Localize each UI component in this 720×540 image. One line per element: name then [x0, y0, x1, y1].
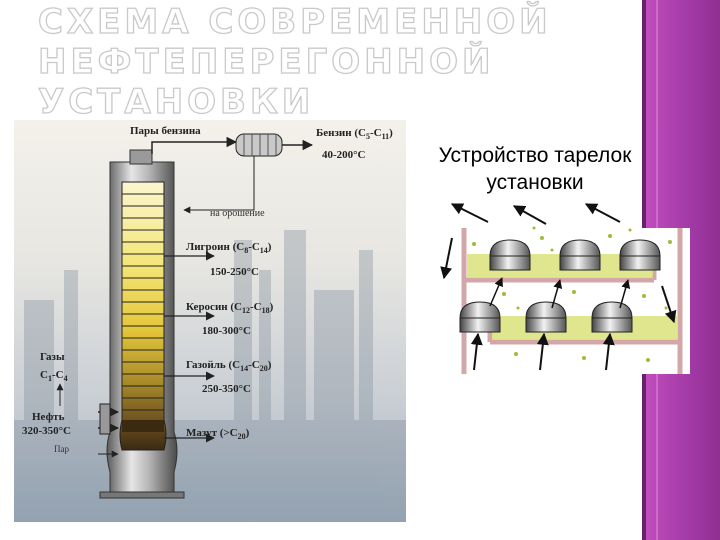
distillation-column-diagram: Пары бензина Бензин (C5-C11) 40-200°C на… [14, 120, 406, 522]
vapor-out-arrow-2 [512, 205, 547, 225]
gasoline-label: Бензин (C5-C11) [316, 127, 393, 141]
gasoil-label: Газойль (C14-C20) [186, 359, 272, 373]
steam-label: Пар [54, 444, 69, 454]
trays-subtitle: Устройство тарелок установки [430, 142, 640, 196]
gases-formula: C1-C4 [40, 369, 68, 383]
ligroin-label: Лигроин (C8-C14) [186, 241, 272, 255]
vapor-in-arrow-3 [602, 332, 615, 371]
vapor-out-arrow-1 [450, 203, 489, 223]
reflux-arrow [183, 156, 255, 214]
upper-bubble-caps [489, 239, 661, 271]
vapor-up-arrow-1 [489, 277, 503, 307]
column-base [99, 491, 185, 499]
vapor-out-arrow-3 [584, 203, 621, 223]
vapor-up-arrow-3 [619, 279, 631, 309]
vapor-in-arrow-1 [470, 332, 483, 371]
vapor-pipe [151, 136, 238, 154]
liquid-down-arrow-left [440, 237, 453, 280]
column-interior [119, 181, 167, 451]
lower-bubble-caps [459, 301, 633, 333]
kerosene-label: Керосин (C12-C18) [186, 301, 274, 315]
gasoil-temp: 250-350°C [202, 383, 251, 395]
liquid-down-arrow-right [661, 285, 677, 324]
subtitle-line-1: Устройство тарелок [438, 144, 632, 167]
slide-title: СХЕМА СОВРЕМЕННОЙ НЕФТЕПЕРЕГОННОЙ УСТАНО… [37, 1, 638, 122]
column-top-pipe [129, 149, 153, 165]
gases-label: Газы [40, 351, 65, 363]
gasoline-temp: 40-200°C [322, 149, 366, 161]
oil-inlet [99, 403, 111, 435]
vapor-up-arrow-2 [551, 279, 563, 309]
background [14, 120, 406, 522]
title-line-1: СХЕМА СОВРЕМЕННОЙ [37, 1, 552, 42]
condenser [235, 133, 283, 157]
oil-label: Нефть [32, 411, 65, 423]
bubble-cap-trays-diagram [440, 203, 690, 374]
oil-temp: 320-350°C [22, 425, 71, 437]
title-line-2: НЕФТЕПЕРЕГОННОЙ [37, 41, 495, 82]
residue-layer [122, 420, 164, 432]
lower-tray-liquid [492, 316, 678, 340]
column-trays [122, 193, 164, 411]
vapor-label: Пары бензина [130, 125, 201, 137]
subtitle-line-2: установки [486, 171, 584, 194]
refinery-silhouette [14, 230, 406, 522]
reflux-label: на орошение [210, 208, 265, 219]
kerosene-temp: 180-300°C [202, 325, 251, 337]
vapor-bubbles [472, 226, 672, 362]
vapor-in-arrow-2 [536, 332, 549, 371]
ligroin-temp: 150-250°C [210, 266, 259, 278]
title-line-3: УСТАНОВКИ [37, 81, 315, 122]
mazut-label: Мазут (>C20) [186, 427, 250, 441]
